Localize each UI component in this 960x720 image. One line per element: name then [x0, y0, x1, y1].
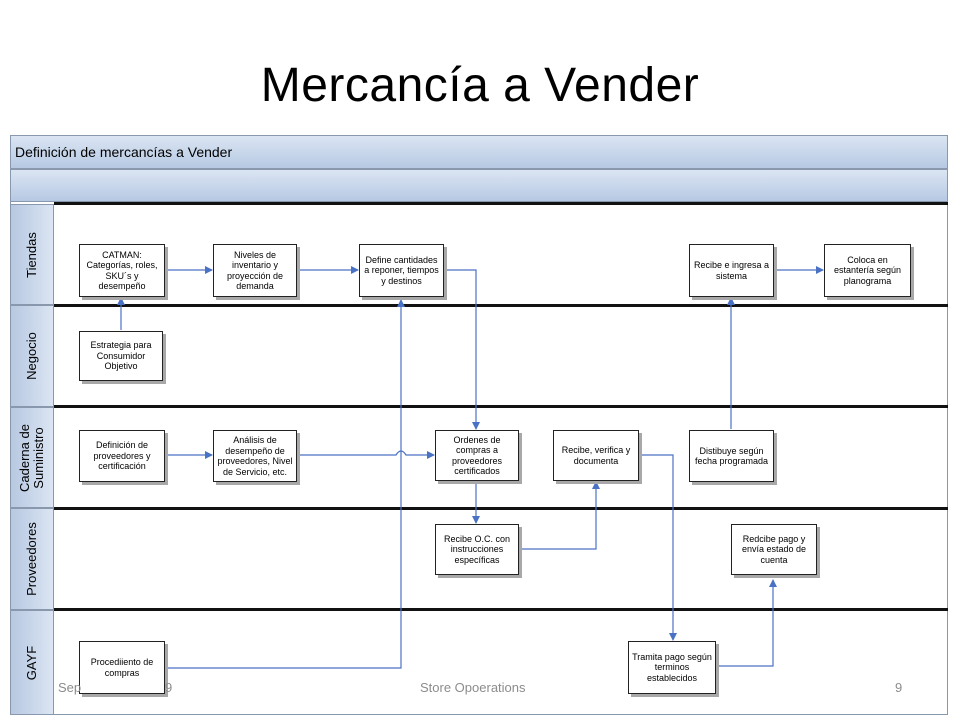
step-procedimiento-compras: Procediiento de compras	[79, 641, 165, 694]
lane-divider	[54, 608, 948, 611]
step-distribuye: Distibuye según fecha programada	[689, 430, 774, 482]
step-niveles-inventario: Niveles de inventario y proyección de de…	[213, 244, 297, 297]
connector-recibe-verifica-tramita	[639, 454, 677, 641]
connector-recibe-oc-recibe-verifica	[519, 481, 600, 550]
diagram-header: Definición de mercancías a Vender	[10, 135, 948, 169]
footer-page-number: 9	[895, 680, 903, 695]
connector-analisis-ordenes	[297, 450, 435, 459]
slide-title: Mercancía a Vender	[260, 59, 700, 112]
lane-label-negocio: Negocio	[10, 305, 54, 407]
step-ordenes-compras: Ordenes de compras a proveedores certifi…	[435, 430, 519, 481]
footer-date: Sep	[58, 680, 82, 695]
step-analisis-desempeno: Análisis de desempeño de proveedores, Ni…	[213, 430, 297, 482]
step-coloca-estanteria: Coloca en estantería según planograma	[824, 244, 911, 297]
lane-label-proveedores: Proveedores	[10, 508, 54, 610]
footer-center-text: Store Opoerations	[420, 680, 526, 695]
step-catman: CATMAN: Categorías, roles, SKU´s y desem…	[79, 244, 165, 297]
lane-divider	[54, 507, 948, 510]
step-recibe-oc: Recibe O.C. con instrucciones específica…	[435, 524, 519, 575]
lane-divider	[54, 304, 948, 307]
step-recibe-ingresa: Recibe e ingresa a sistema	[689, 244, 774, 297]
footer-date-tail: 9	[165, 680, 173, 695]
step-recibe-pago: Redcibe pago y envía estado de cuenta	[731, 524, 817, 575]
lane-divider	[54, 405, 948, 408]
step-estrategia-consumidor: Estrategia para Consumidor Objetivo	[79, 331, 163, 381]
lane-label-cadena-suministro: Caderna de Suministro	[10, 407, 54, 508]
step-tramita-pago: Tramita pago según terminos establecidos	[628, 641, 716, 694]
connector-tramita-recibe-pago	[716, 579, 777, 667]
step-definicion-proveedores: Definición de proveedores y certificació…	[79, 430, 165, 482]
connector-procedimiento-define	[165, 299, 405, 669]
diagram-title: Definición de mercancías a Vender	[15, 144, 233, 160]
step-define-cantidades: Define cantidades a reponer, tiempos y d…	[359, 244, 444, 297]
lane-divider	[54, 202, 948, 205]
lane-label-tiendas: Tiendas	[10, 204, 54, 305]
lane-label-gayf: GAYF	[10, 610, 54, 715]
connector-define-ordenes	[444, 269, 480, 430]
step-recibe-verifica: Recibe, verifica y documenta	[553, 430, 639, 481]
diagram-subheader	[10, 169, 948, 202]
